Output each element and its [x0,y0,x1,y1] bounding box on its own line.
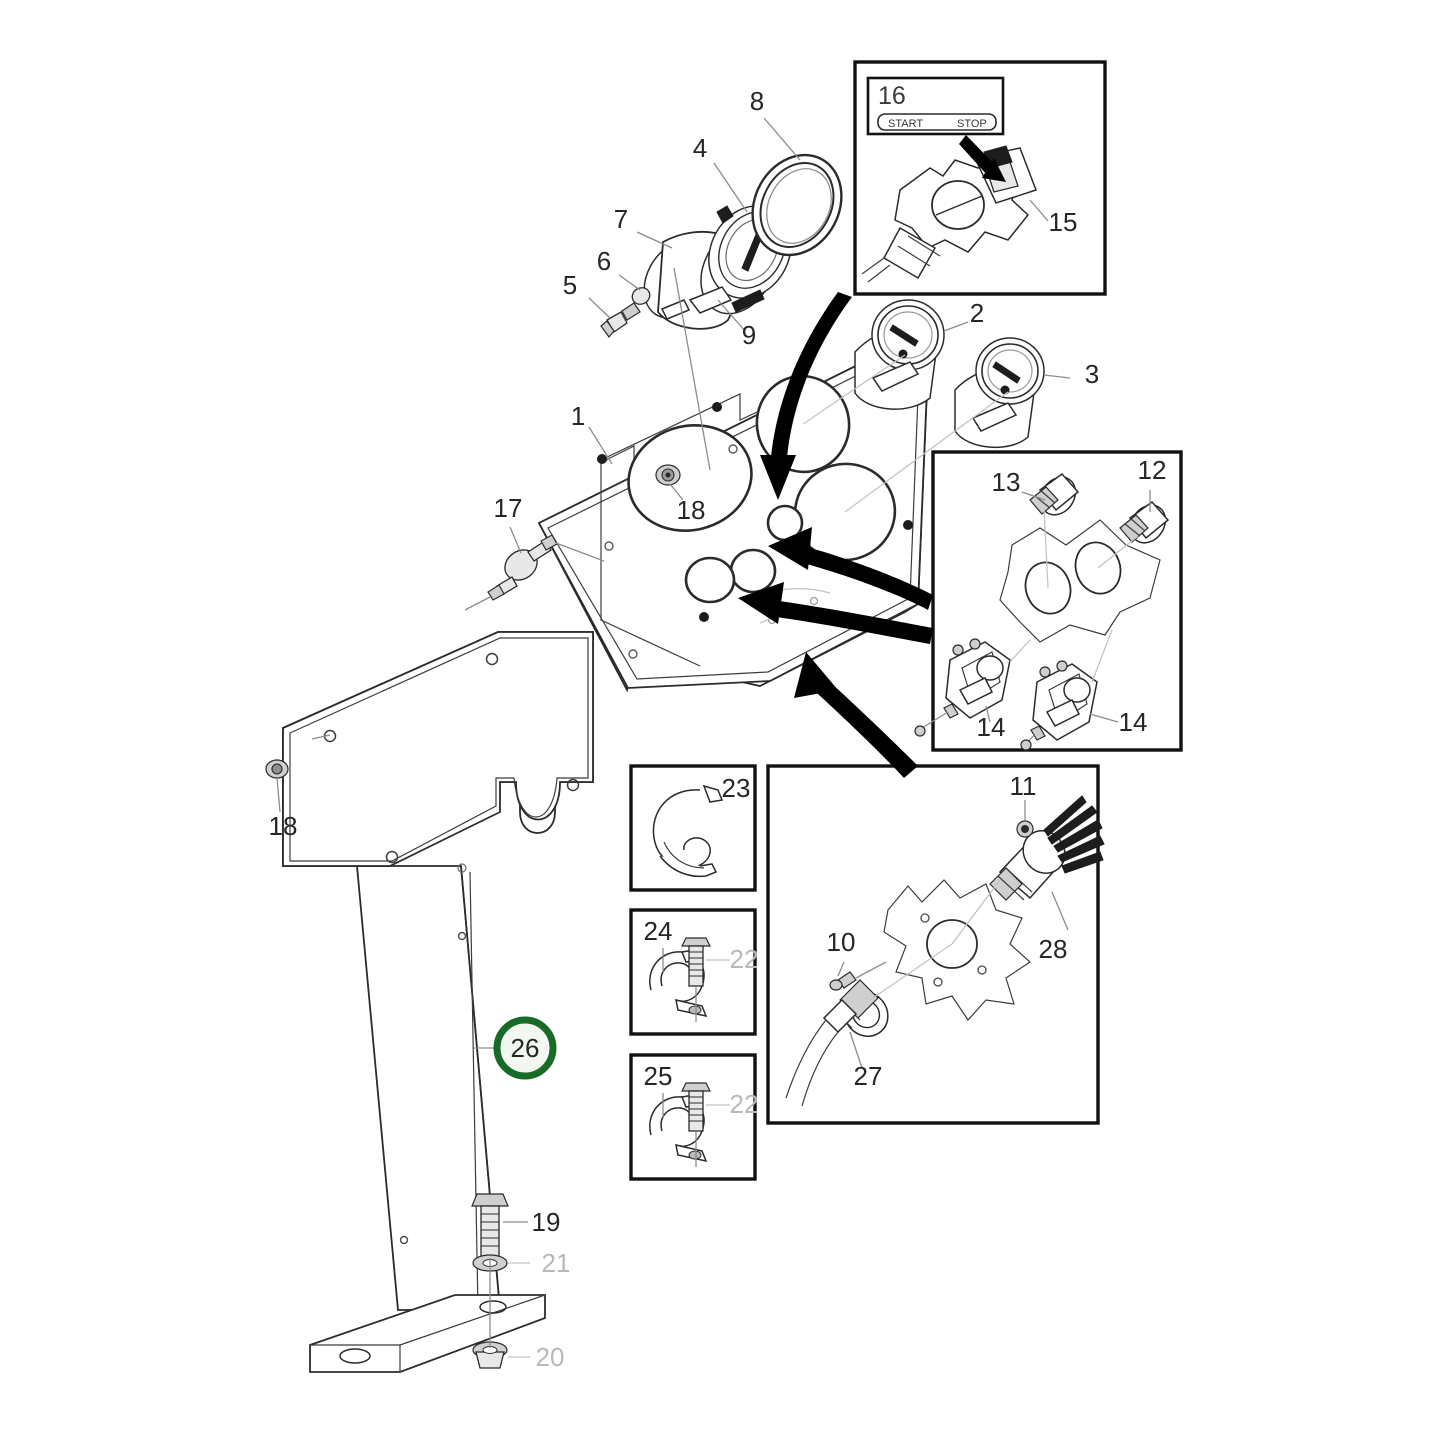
callout-18-bracket: 18 [269,811,298,841]
callout-22-b: 22 [730,1089,759,1119]
callout-6: 6 [597,246,611,276]
callout-14-b: 14 [1119,707,1148,737]
callout-22-a: 22 [730,944,759,974]
callout-14-a: 14 [977,712,1006,742]
inset-box-connector [766,764,1105,1125]
switch-start-label: START [888,118,923,130]
callout-23: 23 [722,773,751,803]
tachometer-assembly [600,153,843,338]
callout-3: 3 [1085,359,1099,389]
callout-2: 2 [970,298,984,328]
callout-5: 5 [563,270,577,300]
callout-11: 11 [1010,771,1037,801]
part-19-bolt [471,1193,528,1259]
callout-17: 17 [494,493,523,523]
gauge-leader-lines [802,354,1009,513]
callout-21: 21 [542,1248,571,1278]
part-20-nut [472,1341,530,1369]
callout-12: 12 [1138,455,1167,485]
inset-box-cable-tie [629,764,757,892]
callout-18-panel: 18 [677,495,706,525]
gauge-2 [854,299,969,410]
callout-13: 13 [992,467,1021,497]
inset-label-16: 16 [878,82,906,110]
pedestal-base-plate [309,1294,546,1373]
callout-4: 4 [693,133,707,163]
tach-leader-lines [588,117,801,471]
callout-20: 20 [536,1342,565,1372]
inset-box-clamp-24 [629,908,757,1036]
pedestal-column [356,865,501,1311]
callout-8: 8 [750,86,764,116]
part-18-bolt-panel [655,464,684,501]
callout-9: 9 [742,320,756,350]
part-21-washer [472,1254,530,1272]
inset-box-senders [914,450,1183,752]
gauge-3 [954,337,1071,449]
callout-10: 10 [827,927,856,957]
callout-19: 19 [532,1207,561,1237]
callout-24: 24 [644,916,673,946]
highlight-circle-26 [493,1016,557,1080]
callout-27: 27 [854,1061,883,1091]
callout-7: 7 [614,204,628,234]
part-18-bolt-bracket [265,759,289,813]
callout-15: 15 [1049,207,1078,237]
inset-box-switch [853,60,1107,296]
assembly-arrows [738,292,933,778]
leader-18b [311,734,331,740]
leader-1 [588,426,613,465]
callout-28: 28 [1039,934,1068,964]
instrument-panel [537,350,928,693]
part-17-fitting [464,526,605,611]
callout-1: 1 [571,401,585,431]
callout-25: 25 [644,1061,673,1091]
switch-stop-label: STOP [957,118,987,130]
inset-box-clamp-25 [629,1053,757,1181]
callout-26: 26 [511,1033,540,1063]
pedestal-mounting-plate [282,631,594,873]
